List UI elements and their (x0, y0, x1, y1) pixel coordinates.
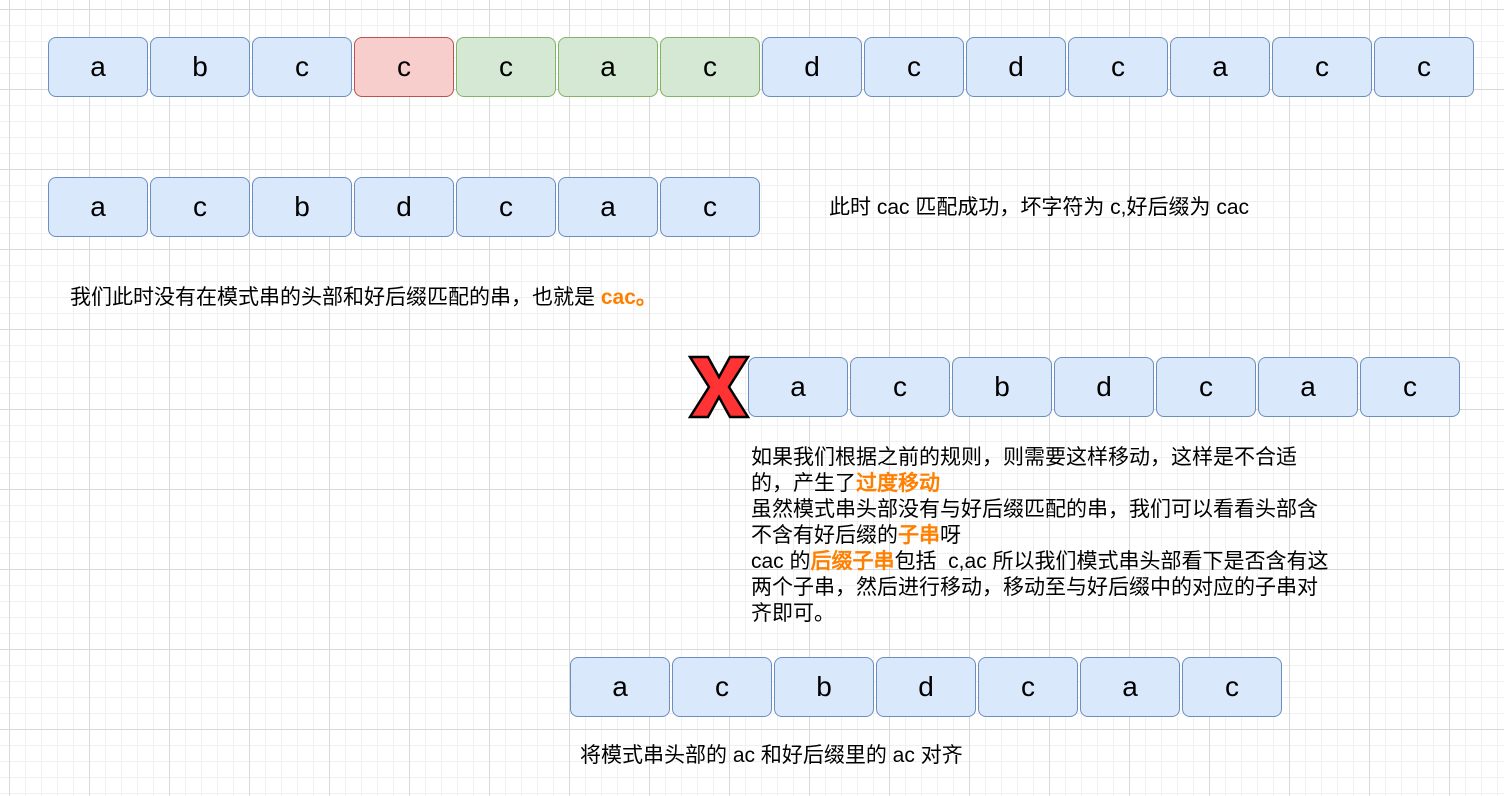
text-cell[interactable]: c (252, 37, 352, 97)
text-cell[interactable]: d (966, 37, 1066, 97)
paragraph-text: 包括 c,ac 所以我们模式串头部看下是否含有这 (894, 550, 1329, 573)
pattern-cell[interactable]: c (1182, 657, 1282, 717)
pattern-cell[interactable]: a (570, 657, 670, 717)
pattern-row-initial: a c b d c a c (48, 177, 762, 237)
pattern-cell[interactable]: c (660, 177, 760, 237)
paragraph-text: 不含有好后缀的 (751, 524, 898, 547)
paragraph-line: 如果我们根据之前的规则，则需要这样移动，这样是不合适 (751, 446, 1297, 469)
good-suffix-cell[interactable]: c (660, 37, 760, 97)
pattern-cell[interactable]: c (1360, 357, 1460, 417)
note-no-prefix-match: 我们此时没有在模式串的头部和好后缀匹配的串，也就是 cac。 (70, 285, 657, 311)
paragraph-line: 两个子串，然后进行移动，移动至与好后缀中的对应的子串对 (751, 576, 1318, 599)
pattern-cell[interactable]: a (1080, 657, 1180, 717)
pattern-cell[interactable]: a (48, 177, 148, 237)
pattern-cell[interactable]: d (1054, 357, 1154, 417)
explanation-paragraph: 如果我们根据之前的规则，则需要这样移动，这样是不合适 的，产生了过度移动 虽然模… (751, 445, 1329, 627)
text-cell[interactable]: c (1068, 37, 1168, 97)
paragraph-line: 的，产生了过度移动 (751, 471, 1329, 497)
x-mark-icon (688, 355, 750, 419)
pattern-cell[interactable]: d (354, 177, 454, 237)
text-cell[interactable]: a (48, 37, 148, 97)
match-caption: 此时 cac 匹配成功，坏字符为 c,好后缀为 cac (829, 196, 1250, 219)
note-highlight: cac。 (600, 286, 657, 309)
text-cell[interactable]: b (150, 37, 250, 97)
pattern-cell[interactable]: c (1156, 357, 1256, 417)
pattern-cell[interactable]: b (252, 177, 352, 237)
paragraph-line: 不含有好后缀的子串呀 (751, 523, 1329, 549)
pattern-cell[interactable]: b (952, 357, 1052, 417)
good-suffix-cell[interactable]: a (558, 37, 658, 97)
text-cell[interactable]: c (864, 37, 964, 97)
good-suffix-cell[interactable]: c (456, 37, 556, 97)
pattern-cell[interactable]: a (1258, 357, 1358, 417)
paragraph-line: 齐即可。 (751, 602, 835, 625)
paragraph-text: 的，产生了 (751, 472, 856, 495)
note-text: 我们此时没有在模式串的头部和好后缀匹配的串，也就是 (70, 286, 601, 309)
pattern-cell[interactable]: c (456, 177, 556, 237)
paragraph-text: 呀 (940, 524, 961, 547)
pattern-row-wrong-shift: a c b d c a c (748, 357, 1462, 417)
pattern-cell[interactable]: c (850, 357, 950, 417)
pattern-cell[interactable]: d (876, 657, 976, 717)
pattern-cell[interactable]: c (150, 177, 250, 237)
text-cell[interactable]: a (1170, 37, 1270, 97)
pattern-cell[interactable]: b (774, 657, 874, 717)
highlight-substring: 子串 (898, 524, 940, 547)
text-cell[interactable]: c (1272, 37, 1372, 97)
text-cell[interactable]: c (1374, 37, 1474, 97)
highlight-over-shift: 过度移动 (856, 472, 940, 495)
pattern-cell[interactable]: c (672, 657, 772, 717)
pattern-cell[interactable]: a (558, 177, 658, 237)
pattern-cell[interactable]: a (748, 357, 848, 417)
pattern-cell[interactable]: c (978, 657, 1078, 717)
paragraph-line: cac 的后缀子串包括 c,ac 所以我们模式串头部看下是否含有这 (751, 549, 1329, 575)
paragraph-line: 虽然模式串头部没有与好后缀匹配的串，我们可以看看头部含 (751, 498, 1318, 521)
bad-character-cell[interactable]: c (354, 37, 454, 97)
paragraph-text: cac 的 (751, 550, 811, 573)
text-string-row: a b c c c a c d c d c a c c (48, 37, 1476, 97)
align-caption: 将模式串头部的 ac 和好后缀里的 ac 对齐 (580, 744, 963, 767)
pattern-row-correct-shift: a c b d c a c (570, 657, 1284, 717)
text-cell[interactable]: d (762, 37, 862, 97)
highlight-suffix-substring: 后缀子串 (810, 550, 895, 573)
